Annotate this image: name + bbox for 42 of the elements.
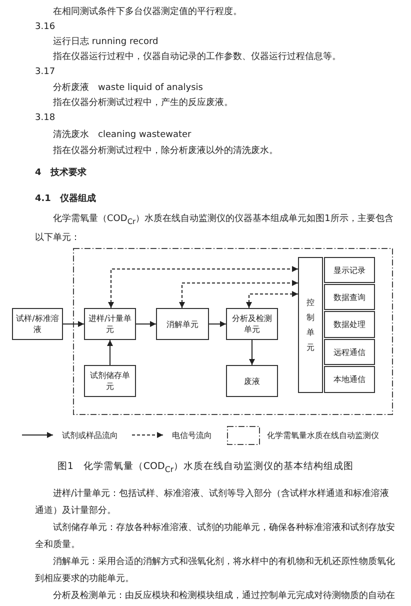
figure-caption: 图1 化学需氧量（COD$_{Cr}$）水质在线自动监测仪的基本结构组成图 — [56, 460, 355, 476]
definition-text: 指在仪器分析测试过程中，产生的反应废液。 — [53, 97, 233, 110]
process-box: 试剂储存单元 — [84, 365, 136, 397]
signal-arrow — [108, 266, 298, 308]
function-box: 显示记录 — [324, 257, 375, 283]
legend-text: 试剂或样品流向 — [62, 430, 118, 442]
function-box: 远程通信 — [324, 339, 375, 365]
definition-text: 在相同测试条件下多台仪器测定值的平行程度。 — [53, 6, 242, 19]
signal-arrow — [179, 280, 298, 308]
instrument-boundary — [73, 248, 393, 415]
function-box: 数据处理 — [324, 311, 375, 338]
section-heading: 4.1 仪器组成 — [35, 193, 96, 206]
process-box: 分析及检测单元 — [226, 308, 278, 340]
term-number: 3.17 — [35, 66, 56, 79]
signal-arrow — [246, 291, 298, 308]
body-text: 化学需氧量（COD$_{Cr}$）水质在线自动监测仪的仪器基本组成单元如图1所示，主要包含以下单元： — [35, 212, 394, 245]
definition-text: 指在仪器分析测试过程中，除分析废液以外的清洗废水。 — [53, 145, 278, 158]
process-box: 试样/标准溶液 — [12, 308, 63, 340]
flow-arrow — [208, 321, 226, 327]
body-text: 进样/计量单元：包括试样、标准溶液、试剂等导入部分（含试样水样通道和标准溶液通道）及计量部分。 — [35, 488, 390, 518]
function-box: 数据查询 — [324, 284, 375, 310]
function-box: 本地通信 — [324, 366, 375, 393]
definition-text: 指在仪器运行过程中，仪器自动记录的工作参数、仪器运行过程信息等。 — [53, 51, 341, 64]
term-heading: 分析废液 waste liquid of analysis — [53, 82, 203, 95]
body-text: 分析及检测单元：由反应模块和检测模块组成，通过控制单元完成对待测物质的自动在 — [52, 590, 396, 603]
legend-text: 化学需氧量水质在线自动监测仪 — [267, 430, 379, 442]
legend-text: 电信号流向 — [172, 430, 212, 442]
term-heading: 清洗废水 cleaning wastewater — [53, 129, 192, 142]
process-box: 废液 — [226, 365, 278, 397]
term-number: 3.16 — [35, 21, 56, 34]
flow-arrow — [107, 340, 113, 366]
process-box: 消解单元 — [156, 308, 209, 340]
flow-arrow — [136, 321, 156, 327]
flow-arrow — [62, 321, 84, 327]
section-heading: 4 技术要求 — [35, 167, 86, 180]
term-number: 3.18 — [35, 112, 56, 125]
term-heading: 运行日志 running record — [53, 36, 158, 49]
flow-arrow — [249, 340, 255, 366]
control-box: 控制单元 — [298, 257, 323, 393]
body-text: 消解单元：采用合适的消解方式和强氧化剂，将水样中的有机物和无机还原性物质氧化到相应要求的功能单元。 — [35, 556, 396, 586]
body-text: 试剂储存单元：存放各种标准溶液、试剂的功能单元，确保各种标准溶液和试剂存放安全和质量。 — [35, 522, 396, 552]
process-box: 进样/计量单元 — [84, 308, 136, 340]
